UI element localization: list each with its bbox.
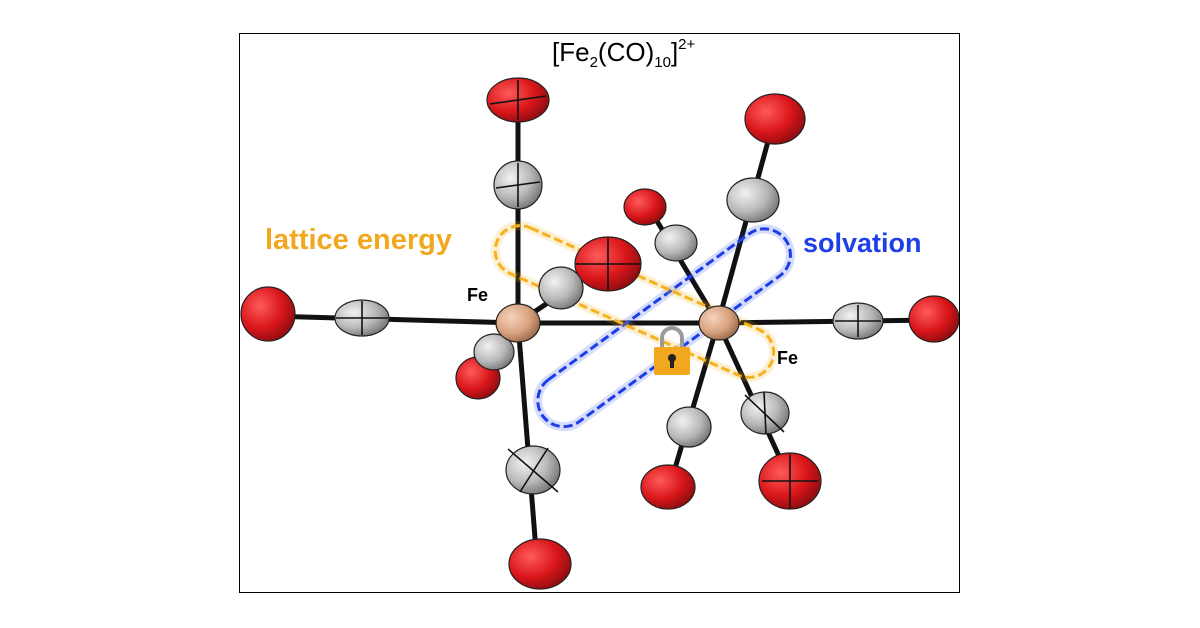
figure-border [239,33,960,593]
carbon-atom [666,406,712,448]
solvation-label: solvation [803,228,922,258]
oxygen-atom [623,188,667,226]
oxygen-atom [240,286,296,342]
iron-atom [495,303,541,343]
lattice-chain [490,221,779,382]
oxygen-atom [744,93,806,145]
lock-icon [654,326,690,375]
atom-axes [336,80,881,508]
fe-left-label: Fe [467,285,489,305]
carbon-atom [726,177,780,223]
iron-atom [698,305,740,341]
carbon-atom [473,333,515,371]
carbon-atom [538,266,584,310]
carbon-atom [654,224,698,262]
oxygen-atom [640,464,696,510]
oxygen-atom [508,538,572,590]
fe-right-label: Fe [777,348,799,368]
lattice-energy-label: lattice energy [265,224,452,256]
figure-title: [Fe2(CO)10]2+ [552,36,696,71]
